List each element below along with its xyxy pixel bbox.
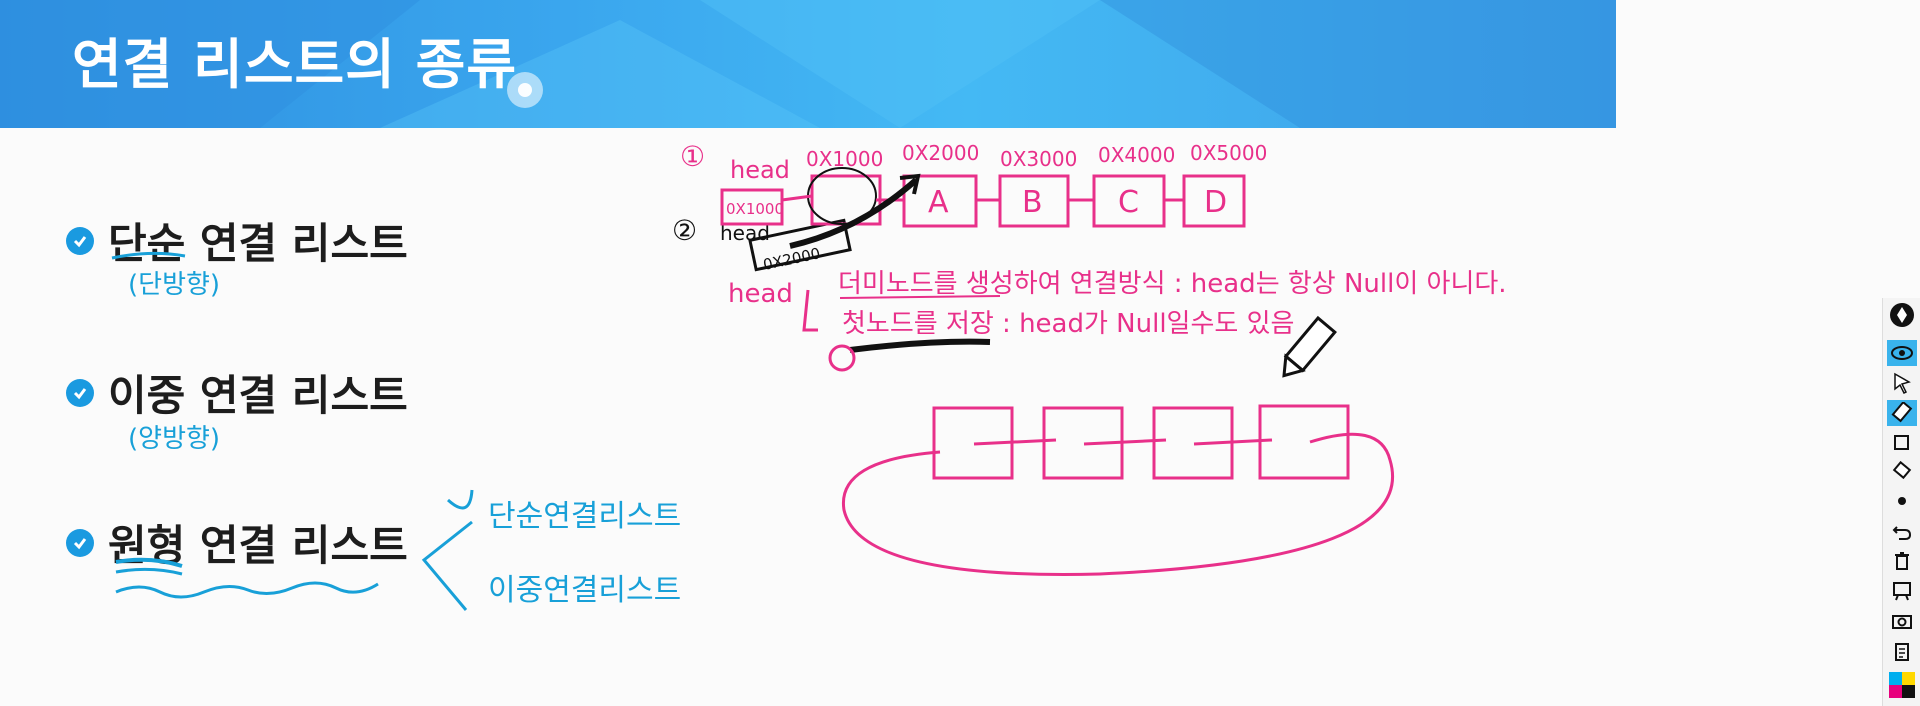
dot-icon[interactable] [1887,488,1917,514]
node-a-label: A [928,185,949,220]
eye-icon[interactable] [1887,340,1917,366]
bullet-singly-linked: 단순 연결 리스트 [66,210,408,271]
node-c-label: C [1118,185,1139,220]
step-two-label: ② [672,214,697,247]
color-icon[interactable] [1887,672,1917,698]
annotation-toolbar [1882,298,1920,706]
head-label-3: head [728,279,793,309]
step-one-label: ① [680,140,705,173]
address-5: 0X5000 [1190,141,1267,165]
title-banner: 연결 리스트의 종류 [0,0,1616,128]
highlighter-icon[interactable] [1887,400,1917,426]
page-title: 연결 리스트의 종류 [72,33,518,96]
check-icon [66,226,94,255]
board-icon[interactable] [1887,578,1917,604]
head2-box [748,218,852,272]
pencil-cursor-icon [1282,315,1337,378]
head-pointer-arrow [789,177,918,249]
node-d-label: D [1204,185,1227,220]
singly-note: (단방향) [128,270,220,300]
address-4: 0X4000 [1098,143,1175,167]
pointer-icon[interactable] [1887,370,1917,396]
circular-doubly-note: 이중연결리스트 [488,573,681,608]
ink-annotations: (단방향) (양방향) 단순연결리스트 이중연결리스트 ① ② head hea… [111,140,1507,611]
clipboard-icon[interactable] [1887,638,1917,664]
pen-icon[interactable] [1887,302,1917,328]
circular-singly-note: 단순연결리스트 [488,499,681,534]
undo-icon[interactable] [1887,518,1917,544]
bullet-label: 단순 연결 리스트 [108,219,408,268]
bullet-doubly-linked: 이중 연결 리스트 [66,362,408,423]
address-2: 0X2000 [902,141,979,165]
banner-decoration [0,0,1616,128]
shape-icon[interactable] [1887,430,1917,456]
head-value: 0X1000 [726,200,784,218]
address-3: 0X3000 [1000,147,1077,171]
first-node-note: 첫노드를 저장 : head가 Null일수도 있음 [842,309,1294,339]
dummy-node-note: 더미노드를 생성하여 연결방식 : head는 항상 Null이 아니다. [838,269,1507,299]
node-b-label: B [1022,185,1043,220]
trash-icon[interactable] [1887,548,1917,574]
check-icon [66,528,94,557]
head-box [720,188,784,226]
doubly-note: (양방향) [128,424,220,454]
address-1: 0X1000 [806,147,883,171]
bullet-label: 이중 연결 리스트 [108,371,408,420]
circular-link-arrow [841,432,1394,576]
check-icon [66,378,94,407]
head-label: head [730,156,790,184]
eraser-icon[interactable] [1887,458,1917,484]
camera-icon[interactable] [1887,608,1917,634]
circular-node-4 [1258,404,1350,480]
